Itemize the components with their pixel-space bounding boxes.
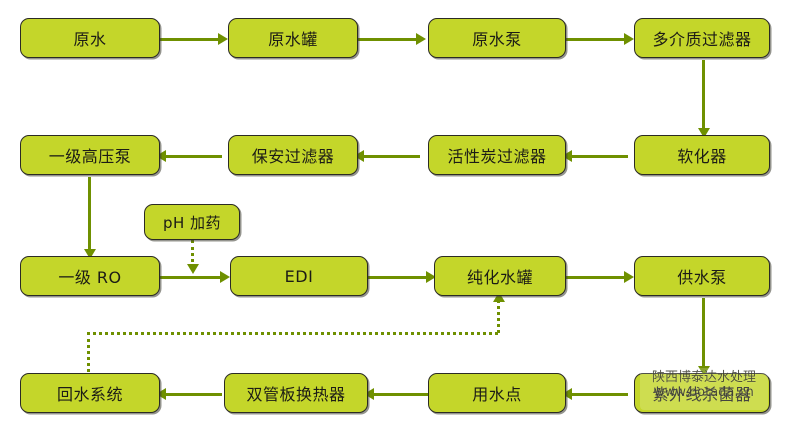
node-label: 双管板换热器 <box>246 385 346 404</box>
node-heat-exchanger[interactable]: 双管板换热器 <box>224 373 368 413</box>
arrowhead-heat-exchanger-to-return <box>156 388 166 400</box>
connector-hp-pump-to-ro <box>88 177 91 253</box>
connector-carbon-to-security <box>358 155 420 158</box>
node-edi[interactable]: EDI <box>230 256 368 296</box>
arrowhead-hp-pump-to-ro <box>84 249 96 259</box>
arrowhead-carbon-to-security <box>354 150 364 162</box>
node-raw-water-tank[interactable]: 原水罐 <box>228 18 358 58</box>
node-label: 供水泵 <box>677 268 727 287</box>
node-label: pH 加药 <box>162 213 222 232</box>
node-label: 一级 RO <box>58 268 122 287</box>
connector-pump-to-multimedia <box>566 38 628 41</box>
node-label: 多介质过滤器 <box>652 30 752 49</box>
arrowhead-purified-tank-to-supply-pump <box>624 271 634 283</box>
node-return-system[interactable]: 回水系统 <box>20 373 160 413</box>
connector-return-loop-vertical-left <box>87 332 90 372</box>
node-label: 紫外线杀菌器 <box>652 385 752 404</box>
node-label: 原水罐 <box>268 30 318 49</box>
arrowhead-return-loop <box>493 292 505 302</box>
connector-supply-pump-to-uv <box>702 298 705 370</box>
connector-heat-exchanger-to-return <box>160 393 222 396</box>
node-label: 用水点 <box>472 385 522 404</box>
connector-tank-to-pump <box>358 38 420 41</box>
node-supply-pump[interactable]: 供水泵 <box>634 256 770 296</box>
arrowhead-multimedia-to-softener <box>698 128 710 138</box>
node-multimedia-filter[interactable]: 多介质过滤器 <box>634 18 770 58</box>
node-softener[interactable]: 软化器 <box>634 135 770 175</box>
node-label: 纯化水罐 <box>466 268 533 287</box>
node-security-filter[interactable]: 保安过滤器 <box>228 135 358 175</box>
arrowhead-ph-dosing <box>187 264 199 274</box>
node-carbon-filter[interactable]: 活性炭过滤器 <box>428 135 566 175</box>
arrowhead-edi-to-purified-tank <box>426 271 436 283</box>
node-uv-sterilizer[interactable]: 紫外线杀菌器 <box>634 373 770 413</box>
arrowhead-raw-water-to-tank <box>218 33 228 45</box>
connector-point-of-use-to-heat-exchanger <box>368 393 430 396</box>
connector-multimedia-to-softener <box>702 60 705 132</box>
node-ro-1[interactable]: 一级 RO <box>20 256 160 296</box>
connector-ph-dosing-dotted <box>191 240 194 268</box>
connector-security-to-hp-pump <box>160 155 222 158</box>
connector-purified-tank-to-supply-pump <box>566 276 628 279</box>
arrowhead-softener-to-carbon <box>562 150 572 162</box>
connector-raw-water-to-tank <box>160 38 222 41</box>
connector-edi-to-purified-tank <box>368 276 430 279</box>
arrowhead-supply-pump-to-uv <box>698 366 710 376</box>
node-ph-dosing[interactable]: pH 加药 <box>144 204 240 240</box>
connector-softener-to-carbon <box>566 155 628 158</box>
arrowhead-security-to-hp-pump <box>156 150 166 162</box>
node-raw-water-pump[interactable]: 原水泵 <box>428 18 566 58</box>
connector-uv-to-point-of-use <box>566 393 628 396</box>
node-label: 软化器 <box>677 147 727 166</box>
arrowhead-pump-to-multimedia <box>624 33 634 45</box>
node-label: 原水泵 <box>472 30 522 49</box>
connector-return-loop-vertical-right <box>497 300 500 333</box>
arrowhead-point-of-use-to-heat-exchanger <box>364 388 374 400</box>
connector-ro-to-edi <box>160 276 224 279</box>
node-label: 保安过滤器 <box>251 147 335 166</box>
node-label: 原水 <box>73 30 107 49</box>
node-label: 一级高压泵 <box>48 147 132 166</box>
node-purified-water-tank[interactable]: 纯化水罐 <box>434 256 566 296</box>
node-label: 活性炭过滤器 <box>447 147 547 166</box>
arrowhead-ro-to-edi <box>220 271 230 283</box>
watermark-backdrop <box>640 368 768 410</box>
node-raw-water[interactable]: 原水 <box>20 18 160 58</box>
arrowhead-tank-to-pump <box>416 33 426 45</box>
node-point-of-use[interactable]: 用水点 <box>428 373 566 413</box>
connector-return-loop-horizontal <box>87 332 498 335</box>
arrowhead-uv-to-point-of-use <box>562 388 572 400</box>
node-label: 回水系统 <box>56 385 123 404</box>
node-label: EDI <box>284 266 314 286</box>
node-hp-pump-1[interactable]: 一级高压泵 <box>20 135 160 175</box>
